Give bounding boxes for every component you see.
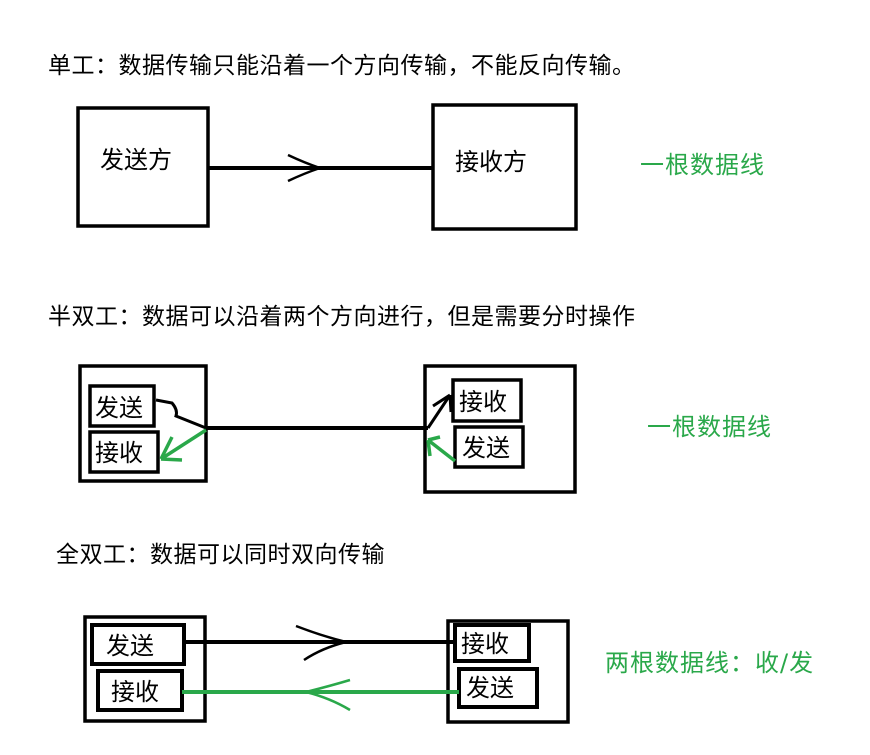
full-left-recv-label: 接收 (111, 678, 159, 706)
full-recv-arrowhead (305, 678, 351, 712)
half-left-send-box (88, 384, 156, 428)
half-left-recv-label: 接收 (95, 439, 143, 467)
full-left-send-box (90, 623, 186, 666)
half-left-send-label: 发送 (95, 394, 143, 422)
half-left-device-box (78, 364, 208, 483)
full-right-device-box (446, 619, 570, 724)
half-right-send-arrow (426, 435, 457, 463)
half-right-recv-arrow (426, 393, 453, 429)
full-right-send-label: 发送 (466, 674, 514, 702)
full-right-send-box (457, 667, 539, 709)
half-left-recv-box (88, 430, 160, 474)
simplex-diagram: 发送方 接收方 (76, 103, 578, 231)
full-left-device-box (83, 615, 207, 723)
simplex-receiver-label: 接收方 (455, 148, 527, 176)
simplex-heading: 单工：数据传输只能沿着一个方向传输，不能反向传输。 (48, 53, 636, 79)
full-duplex-heading: 全双工：数据可以同时双向传输 (56, 542, 385, 568)
full-duplex-note: 两根数据线：收/发 (605, 649, 815, 677)
half-left-send-arrow (155, 398, 207, 430)
full-left-send-label: 发送 (106, 632, 154, 660)
full-send-arrowhead (295, 624, 347, 662)
half-right-send-label: 发送 (462, 434, 510, 462)
simplex-note: 一根数据线 (640, 151, 765, 179)
half-duplex-diagram: 发送 接收 接收 发送 (78, 364, 577, 494)
half-left-recv-arrow (159, 428, 207, 462)
half-duplex-note: 一根数据线 (647, 413, 772, 441)
half-right-device-box (423, 364, 577, 494)
half-duplex-heading: 半双工：数据可以沿着两个方向进行，但是需要分时操作 (48, 304, 636, 330)
simplex-sender-label: 发送方 (100, 146, 172, 174)
half-right-recv-box (451, 378, 523, 423)
full-right-recv-label: 接收 (461, 630, 509, 658)
full-duplex-diagram: 发送 接收 接收 发送 (83, 615, 570, 724)
half-right-recv-label: 接收 (459, 388, 507, 416)
simplex-arrowhead (287, 153, 324, 183)
half-right-send-box (453, 425, 525, 469)
